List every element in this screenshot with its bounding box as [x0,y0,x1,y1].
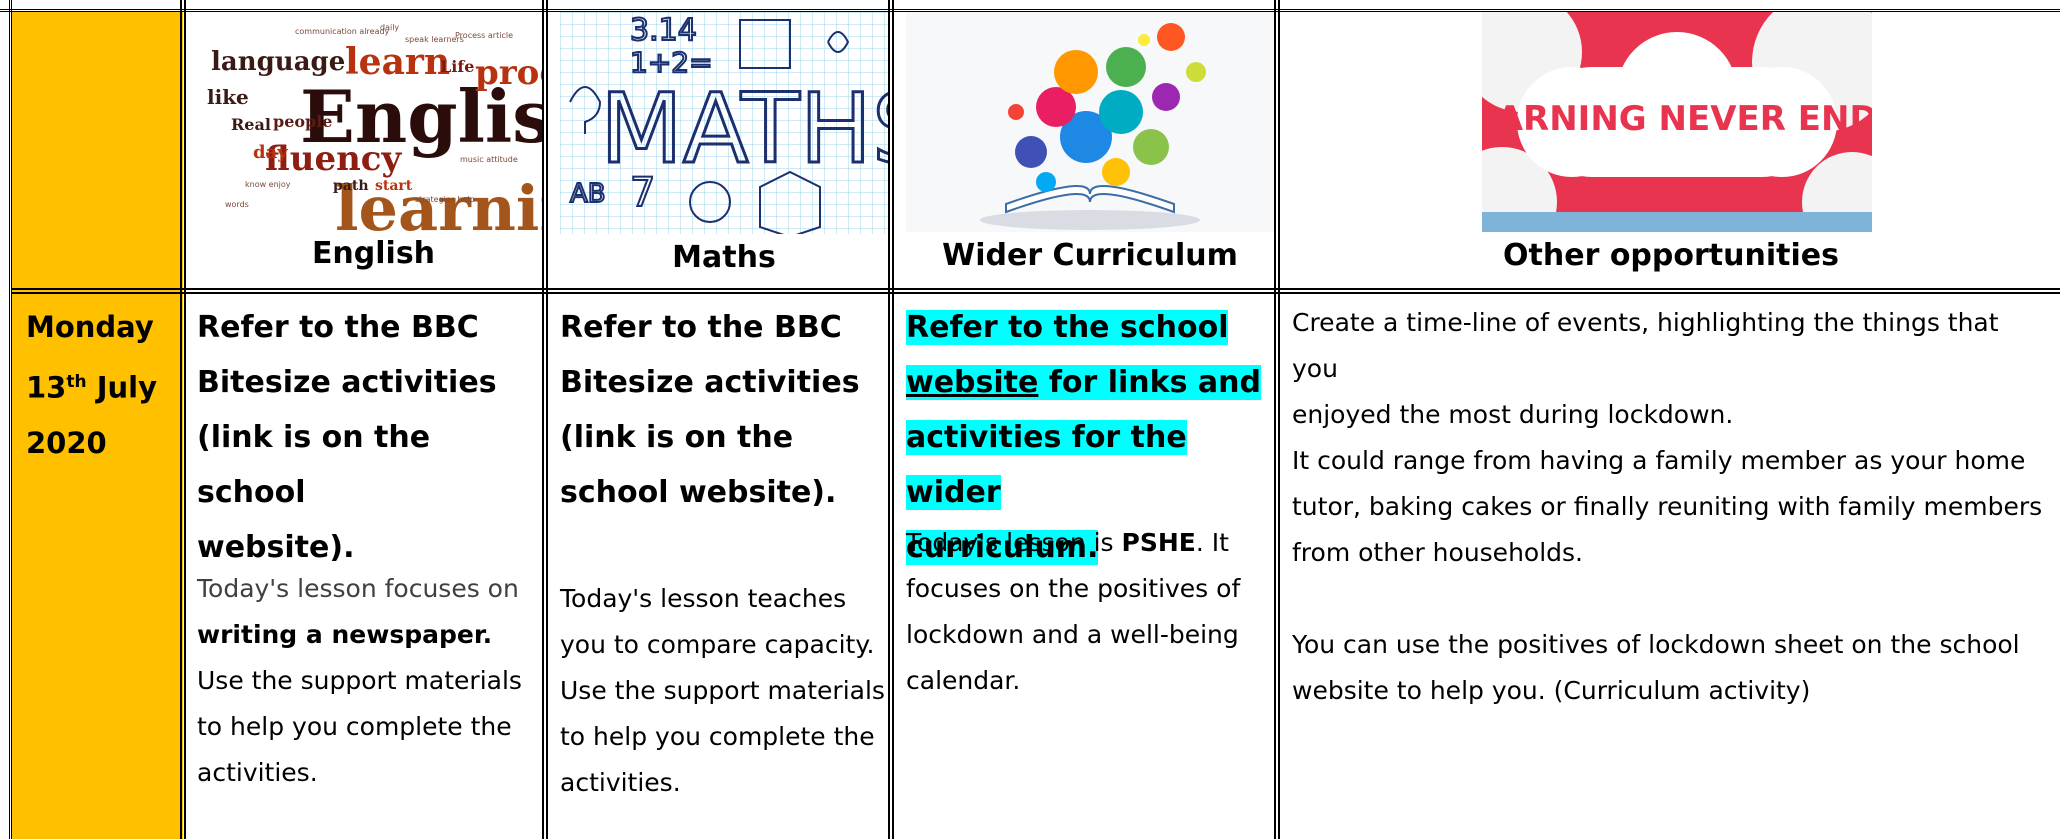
english-lesson-topic: writing a newspaper. [197,620,493,649]
column-divider [1274,0,1280,839]
header-english: English [311,236,436,271]
wider-instructions: Refer to the school website for links an… [906,310,1261,565]
wc-word: day [253,142,288,163]
maths-word: 1+2= [630,46,713,79]
wc-word: learning [335,172,542,238]
header-maths: Maths [672,240,776,275]
svg-text:daily: daily [380,23,399,32]
wc-word: Life [440,57,474,76]
maths-lesson-details: Today's lesson teaches you to compare ca… [560,584,885,797]
day-label: Monday 13th July 2020 [26,300,157,471]
learning-never-ends-image: LEARNING NEVER ENDS [1482,12,1872,232]
svg-text:communication already: communication already [295,27,390,36]
wc-word: like [207,85,249,109]
column-divider [180,0,186,839]
maths-word: 7 [630,170,655,216]
day-weekday: Monday [26,310,154,344]
header-other-opportunities: Other opportunities [1503,238,1839,273]
wc-word: language [211,47,345,77]
other-opportunities-details: Create a time-line of events, highlighti… [1292,308,2043,705]
svg-text:strategies help: strategies help [415,195,475,204]
header-wider-curriculum: Wider Curriculum [942,238,1238,273]
day-date: 13th July [26,370,157,405]
wc-word: people [273,112,332,131]
table-top-border [0,0,2060,12]
table-left-border [0,0,12,839]
svg-text:music attitude: music attitude [460,155,518,164]
english-word-cloud-image: language learn Life English fluency lear… [205,12,542,238]
svg-text:Process article: Process article [455,31,513,40]
wc-word: learn [345,41,450,83]
english-lesson-details: Today's lesson focuses on writing a news… [197,574,522,787]
svg-text:words: words [225,200,249,209]
day-year: 2020 [26,425,107,460]
wc-word: path [333,178,369,194]
wc-word: English [300,74,542,159]
wc-word: Real [231,115,271,134]
maths-word: AB [570,179,606,209]
banner-text: LEARNING NEVER ENDS [1482,99,1872,139]
svg-text:speak learners: speak learners [405,35,464,44]
svg-text:know enjoy: know enjoy [245,180,291,189]
maths-word: 3.14 [630,13,697,48]
maths-instructions: Refer to the BBC Bitesize activities (li… [560,310,860,510]
day-column-background [12,12,183,839]
row-divider [12,288,2060,294]
column-divider [542,0,548,839]
wc-word: proc [475,53,542,93]
wider-lesson-details: Today's lesson is PSHE. It focuses on th… [906,528,1241,695]
maths-doodle-image: MATHS 3.14 1+2= AB 7 [560,12,888,234]
wc-word: fluency [265,139,402,179]
wider-lesson-subject: PSHE [1121,528,1196,557]
english-instructions: Refer to the BBC Bitesize activities (li… [197,310,497,565]
maths-word: MATHS [600,73,888,185]
wc-word: start [375,178,413,194]
school-website-link[interactable]: website [906,365,1039,400]
column-divider [888,0,894,839]
wider-curriculum-image [906,12,1274,232]
